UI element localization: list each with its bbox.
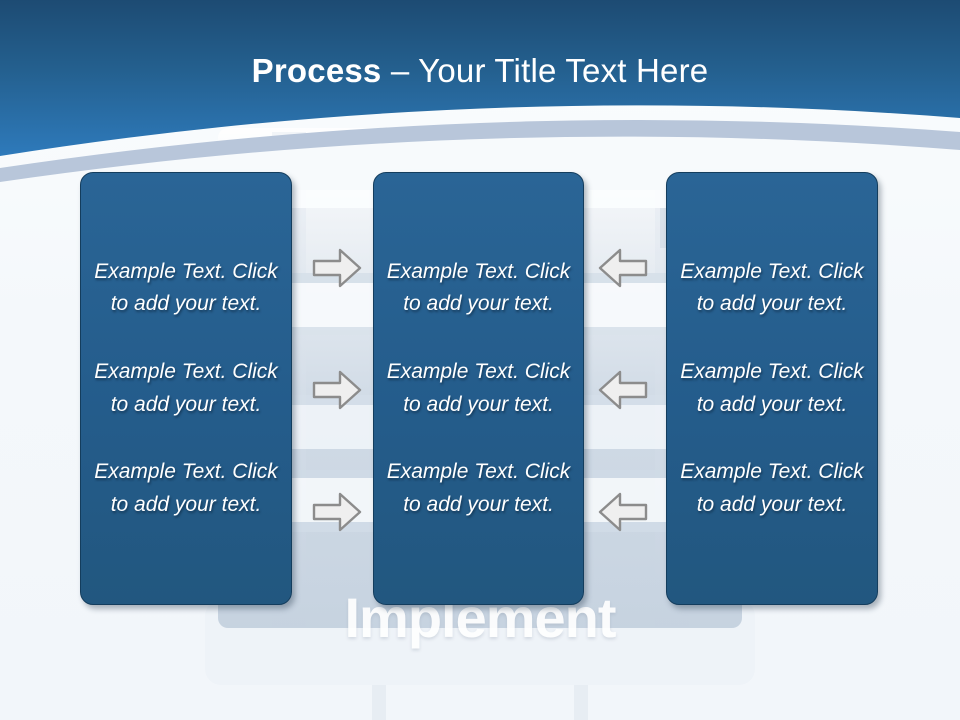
card-text-block[interactable]: Example Text. Click to add your text.: [94, 259, 278, 316]
page-title-bold: Process: [251, 52, 382, 89]
header-banner: [0, 0, 960, 190]
process-card-left[interactable]: Example Text. Click to add your text. Ex…: [80, 172, 292, 605]
page-title-rest: – Your Title Text Here: [381, 52, 709, 89]
arrow-left-icon: [596, 245, 650, 291]
card-text-block[interactable]: Example Text. Click to add your text.: [680, 359, 864, 416]
process-card-center[interactable]: Example Text. Click to add your text. Ex…: [373, 172, 584, 605]
card-text-block[interactable]: Example Text. Click to add your text.: [94, 460, 278, 516]
card-text-block[interactable]: Example Text. Click to add your text.: [386, 460, 571, 516]
card-text-block[interactable]: Example Text. Click to add your text.: [680, 259, 864, 316]
page-title: Process – Your Title Text Here: [0, 52, 960, 90]
arrow-left-icon: [596, 489, 650, 535]
card-text-block[interactable]: Example Text. Click to add your text.: [386, 359, 571, 416]
card-text-block[interactable]: Example Text. Click to add your text.: [94, 359, 278, 416]
arrow-right-icon: [310, 367, 364, 413]
card-text-block[interactable]: Example Text. Click to add your text.: [386, 259, 571, 316]
arrow-right-icon: [310, 245, 364, 291]
arrow-left-icon: [596, 367, 650, 413]
arrow-right-icon: [310, 489, 364, 535]
process-card-right[interactable]: Example Text. Click to add your text. Ex…: [666, 172, 878, 605]
card-text-block[interactable]: Example Text. Click to add your text.: [680, 460, 864, 516]
